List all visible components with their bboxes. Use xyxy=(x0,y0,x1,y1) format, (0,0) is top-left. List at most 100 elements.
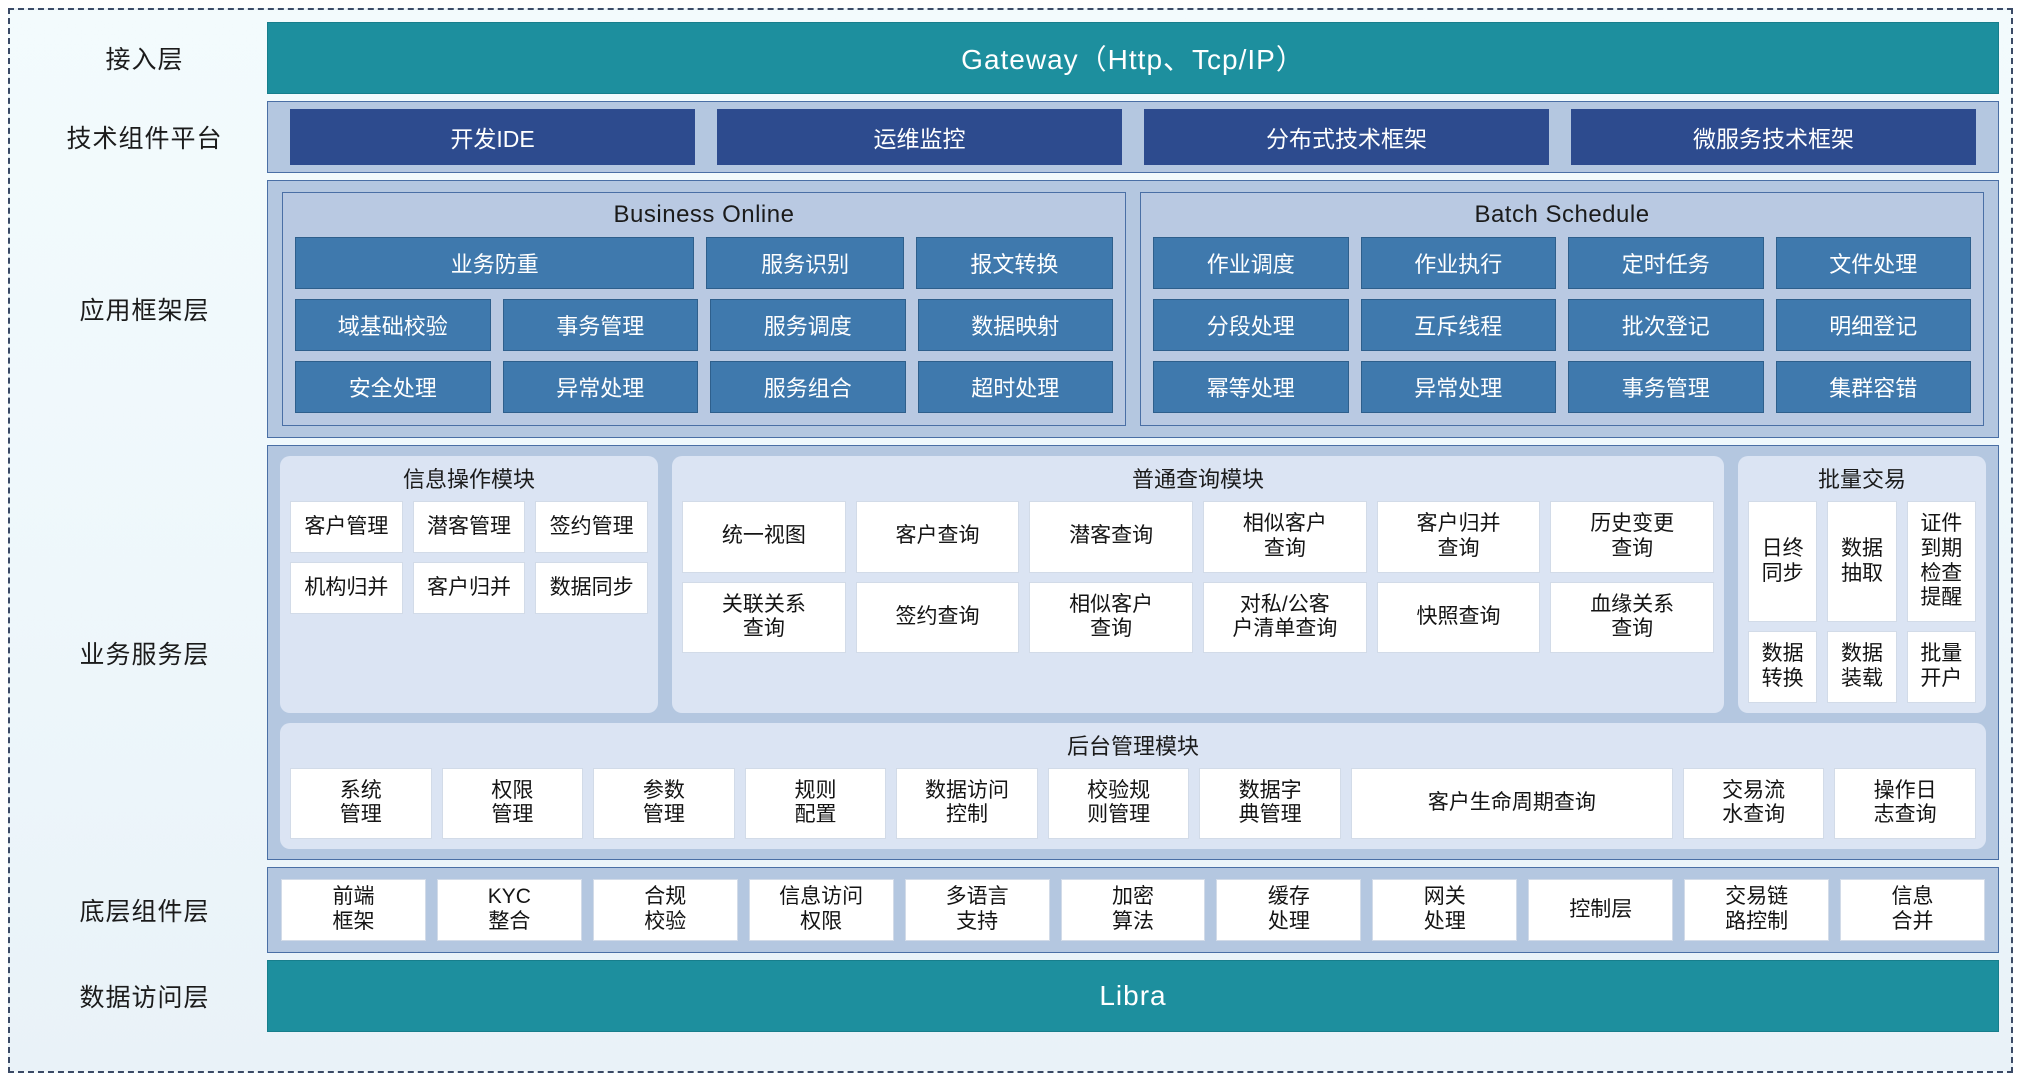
panel-batch-schedule: Batch Schedule 作业调度 作业执行 定时任务 文件处理 分段处理 xyxy=(1140,192,1984,426)
group-row: 关联关系查询 签约查询 相似客户查询 对私/公客户清单查询 快照查询 血缘关系查… xyxy=(682,581,1715,654)
tech-chip-ops-monitor[interactable]: 运维监控 xyxy=(717,109,1122,165)
chip-contract-management[interactable]: 签约管理 xyxy=(535,501,649,553)
chip-mutex-thread[interactable]: 互斥线程 xyxy=(1360,299,1556,351)
chip-prospect-query[interactable]: 潜客查询 xyxy=(1029,501,1194,573)
chip-private-corporate-list-query[interactable]: 对私/公客户清单查询 xyxy=(1203,581,1367,654)
chip-data-mapping[interactable]: 数据映射 xyxy=(917,299,1113,351)
chip-label: 信息合并 xyxy=(1891,885,1934,934)
layer-body-access: Gateway（Http、Tcp/IP） xyxy=(267,22,1999,94)
chip-unified-view[interactable]: 统一视图 xyxy=(682,501,846,573)
chip-file-processing[interactable]: 文件处理 xyxy=(1775,237,1971,289)
group-row: 机构归并 客户归并 数据同步 xyxy=(290,562,649,614)
chip-customer-lifecycle-query[interactable]: 客户生命周期查询 xyxy=(1350,767,1673,840)
chip-validation-rule-management[interactable]: 校验规则管理 xyxy=(1047,767,1190,840)
chip-label: 规则配置 xyxy=(794,778,837,827)
chip-label: 信息访问权限 xyxy=(779,885,864,934)
chip-transaction-flow-query[interactable]: 交易流水查询 xyxy=(1682,767,1825,840)
tech-chip-ide[interactable]: 开发IDE xyxy=(290,109,695,165)
chip-cluster-fault-tolerance[interactable]: 集群容错 xyxy=(1775,361,1971,413)
chip-data-extract[interactable]: 数据抽取 xyxy=(1827,501,1897,623)
chip-transaction-management[interactable]: 事务管理 xyxy=(502,299,698,351)
chip-segment-processing[interactable]: 分段处理 xyxy=(1153,299,1349,351)
chip-security-processing[interactable]: 安全处理 xyxy=(295,361,491,413)
tech-chip-microservice-framework[interactable]: 微服务技术框架 xyxy=(1571,109,1976,165)
chip-transaction-chain-control[interactable]: 交易链路控制 xyxy=(1684,879,1830,942)
chip-control-layer[interactable]: 控制层 xyxy=(1528,879,1674,942)
layer-row-app-framework: 应用框架层 Business Online 业务防重 服务识别 报文转换 xyxy=(22,180,1999,438)
chip-data-access-control[interactable]: 数据访问控制 xyxy=(896,767,1038,840)
chip-gateway-processing[interactable]: 网关处理 xyxy=(1372,879,1518,942)
chip-timeout-processing[interactable]: 超时处理 xyxy=(917,361,1113,413)
chip-parameter-management[interactable]: 参数管理 xyxy=(593,767,735,840)
tech-chip-distributed-framework[interactable]: 分布式技术框架 xyxy=(1144,109,1549,165)
diagram-frame: 接入层 Gateway（Http、Tcp/IP） 技术组件平台 开发IDE 运维… xyxy=(8,8,2013,1073)
chip-compliance-validation[interactable]: 合规校验 xyxy=(592,879,738,942)
chip-information-merge[interactable]: 信息合并 xyxy=(1840,879,1985,942)
chip-data-load[interactable]: 数据装载 xyxy=(1827,631,1897,703)
chip-customer-merge-query[interactable]: 客户归并查询 xyxy=(1376,501,1541,573)
chip-scheduled-task[interactable]: 定时任务 xyxy=(1568,237,1764,289)
gateway-bar[interactable]: Gateway（Http、Tcp/IP） xyxy=(267,22,1999,94)
chip-daily-end-sync[interactable]: 日终同步 xyxy=(1748,501,1818,623)
chip-cache-processing[interactable]: 缓存处理 xyxy=(1216,879,1362,942)
chip-org-merge[interactable]: 机构归并 xyxy=(290,562,403,614)
panel-row: 业务防重 服务识别 报文转换 xyxy=(295,237,1113,289)
chip-message-transform[interactable]: 报文转换 xyxy=(915,237,1113,289)
chip-label: 潜客管理 xyxy=(427,514,511,538)
chip-data-dictionary-management[interactable]: 数据字典管理 xyxy=(1199,767,1341,840)
chip-batch-account-opening[interactable]: 批量开户 xyxy=(1906,631,1976,703)
chip-label: 日终同步 xyxy=(1761,536,1804,585)
chip-history-change-query[interactable]: 历史变更查询 xyxy=(1550,501,1715,573)
chip-label: 相似客户查询 xyxy=(1242,512,1327,560)
chip-encryption-algorithm[interactable]: 加密算法 xyxy=(1060,879,1206,942)
chip-label: 客户归并 xyxy=(427,575,511,599)
chip-lineage-query[interactable]: 血缘关系查询 xyxy=(1550,581,1715,654)
layer-label-app-framework: 应用框架层 xyxy=(79,297,210,325)
layer-label-business-service: 业务服务层 xyxy=(79,640,210,669)
group-row: 客户管理 潜客管理 签约管理 xyxy=(290,501,649,553)
chip-exception-processing-batch[interactable]: 异常处理 xyxy=(1360,361,1556,413)
chip-service-scheduling[interactable]: 服务调度 xyxy=(710,299,906,351)
chip-service-identify[interactable]: 服务识别 xyxy=(706,237,904,289)
group-batch-transaction: 批量交易 日终同步 数据抽取 证件到期检查提醒 数据转换 xyxy=(1738,456,1986,713)
chip-customer-query[interactable]: 客户查询 xyxy=(855,501,1020,573)
chip-info-access-permission[interactable]: 信息访问权限 xyxy=(748,879,894,942)
chip-exception-processing-online[interactable]: 异常处理 xyxy=(502,361,698,413)
chip-contract-query[interactable]: 签约查询 xyxy=(855,581,1020,654)
chip-transaction-management-batch[interactable]: 事务管理 xyxy=(1568,361,1764,413)
chip-data-transform[interactable]: 数据转换 xyxy=(1748,631,1818,703)
chip-batch-registration[interactable]: 批次登记 xyxy=(1568,299,1764,351)
chip-prospect-management[interactable]: 潜客管理 xyxy=(412,501,526,553)
chip-domain-basic-validation[interactable]: 域基础校验 xyxy=(295,299,491,351)
chip-operation-log-query[interactable]: 操作日志查询 xyxy=(1834,767,1976,840)
group-rows-common-query: 统一视图 客户查询 潜客查询 相似客户查询 客户归并查询 历史变更查询 关联关系… xyxy=(682,501,1715,654)
chip-multilingual-support[interactable]: 多语言支持 xyxy=(904,879,1050,942)
layer-label-tech-platform: 技术组件平台 xyxy=(66,125,223,153)
chip-job-scheduling[interactable]: 作业调度 xyxy=(1153,237,1349,289)
chip-relationship-query[interactable]: 关联关系查询 xyxy=(682,581,846,654)
chip-system-management[interactable]: 系统管理 xyxy=(290,767,432,840)
chip-detail-registration[interactable]: 明细登记 xyxy=(1775,299,1971,351)
chip-similar-customer-query-2[interactable]: 相似客户查询 xyxy=(1029,581,1194,654)
chip-permission-management[interactable]: 权限管理 xyxy=(441,767,584,840)
chip-service-composition[interactable]: 服务组合 xyxy=(710,361,906,413)
chip-business-dedup[interactable]: 业务防重 xyxy=(295,237,695,289)
layer-label-bottom-components: 底层组件层 xyxy=(79,898,210,927)
chip-customer-management[interactable]: 客户管理 xyxy=(290,501,403,553)
group-rows-batch-transaction: 日终同步 数据抽取 证件到期检查提醒 数据转换 数据装载 批量开户 xyxy=(1748,501,1976,703)
chip-certificate-expiry-reminder[interactable]: 证件到期检查提醒 xyxy=(1906,501,1976,623)
panel-row: 安全处理 异常处理 服务组合 超时处理 xyxy=(295,361,1113,413)
chip-job-execution[interactable]: 作业执行 xyxy=(1360,237,1556,289)
chip-idempotent-processing[interactable]: 幂等处理 xyxy=(1153,361,1349,413)
chip-rule-configuration[interactable]: 规则配置 xyxy=(744,767,887,840)
chip-customer-merge[interactable]: 客户归并 xyxy=(412,562,526,614)
chip-label: 相似客户查询 xyxy=(1069,592,1154,641)
chip-snapshot-query[interactable]: 快照查询 xyxy=(1376,581,1541,654)
chip-data-sync[interactable]: 数据同步 xyxy=(535,562,649,614)
chip-similar-customer-query[interactable]: 相似客户查询 xyxy=(1203,501,1367,573)
chip-label: 网关处理 xyxy=(1423,885,1466,934)
libra-bar[interactable]: Libra xyxy=(267,960,1999,1033)
chip-frontend-framework[interactable]: 前端框架 xyxy=(281,879,426,942)
